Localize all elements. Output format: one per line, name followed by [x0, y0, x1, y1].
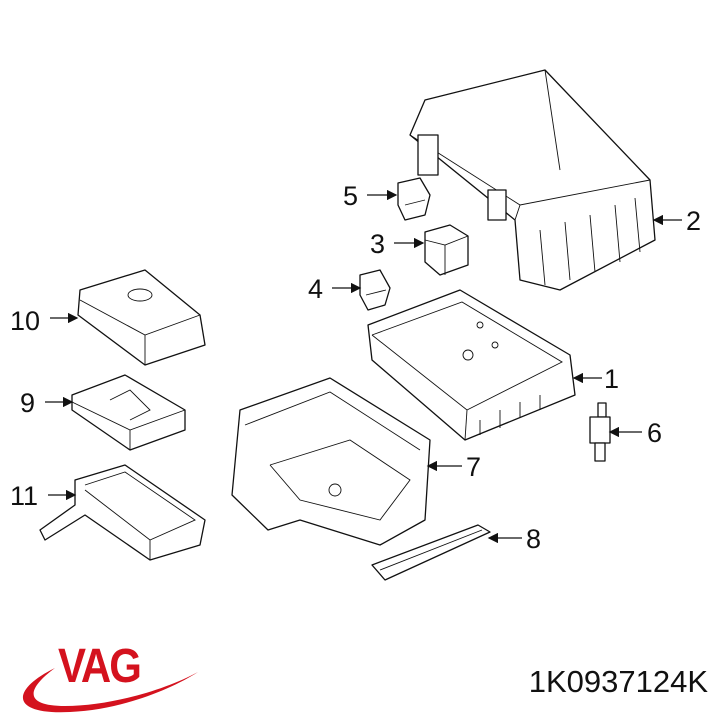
part-8-rail [371, 524, 491, 581]
part-7-tray [231, 377, 431, 546]
part-10-cover [77, 269, 206, 366]
vag-logo: VAG [22, 638, 198, 713]
callout-5: 5 [343, 181, 358, 211]
part-9-holder [71, 374, 186, 451]
callout-1: 1 [604, 364, 619, 394]
part-4-fuse [359, 269, 391, 311]
part-11-housing [39, 464, 206, 561]
part-number: 1K0937124K [528, 664, 708, 699]
callout-8: 8 [526, 524, 541, 554]
part-5-fuse [397, 177, 431, 221]
callout-arrows [45, 189, 682, 544]
part-6-fuse-link [589, 402, 611, 462]
part-2-cover [409, 69, 656, 291]
part-3-relay [424, 224, 469, 276]
callout-4: 4 [308, 274, 323, 304]
callout-9: 9 [20, 388, 35, 418]
part-1-base [367, 289, 576, 441]
callout-6: 6 [647, 418, 662, 448]
callout-7: 7 [466, 452, 481, 482]
svg-text:VAG: VAG [58, 638, 140, 692]
callout-11: 11 [10, 481, 38, 511]
callout-2: 2 [686, 206, 701, 236]
callout-10: 10 [10, 306, 40, 336]
callout-3: 3 [370, 229, 385, 259]
